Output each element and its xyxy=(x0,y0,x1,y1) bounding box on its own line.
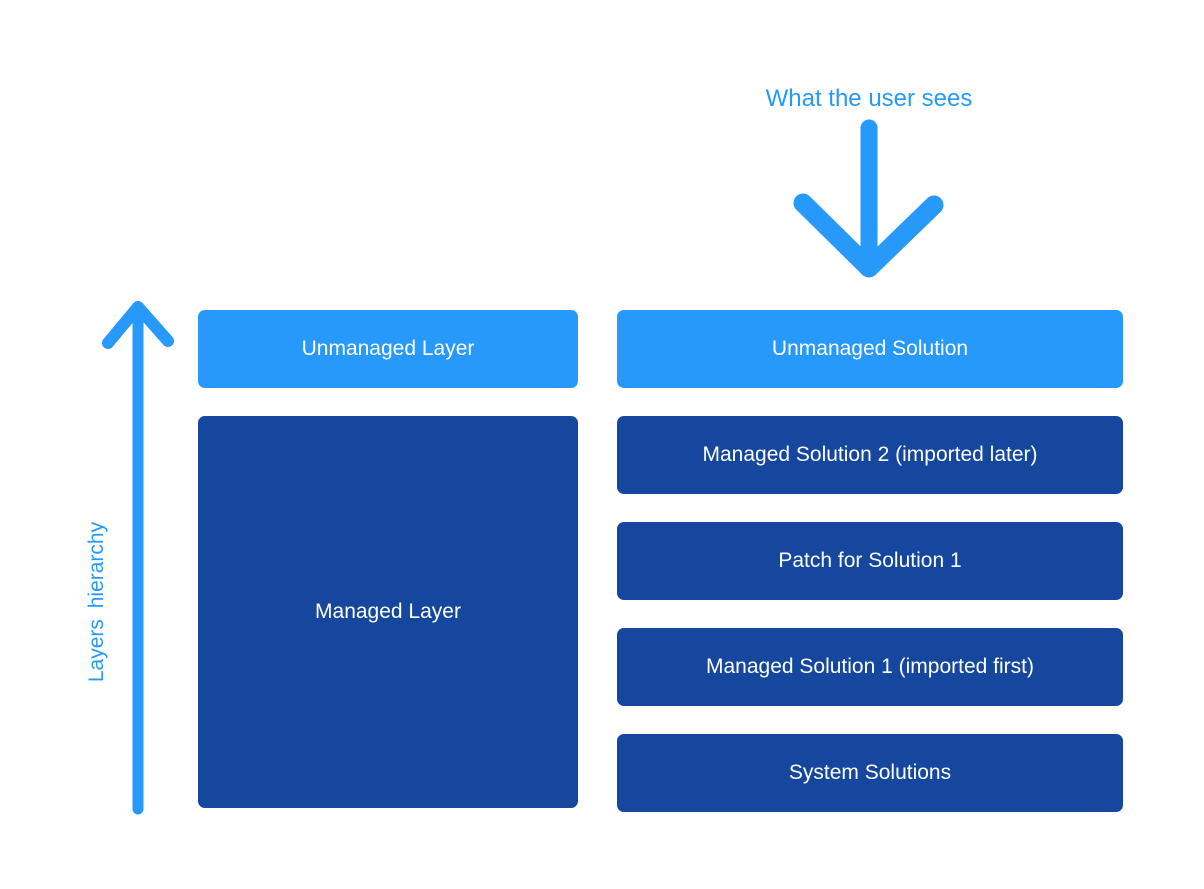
down-arrow-icon xyxy=(793,119,944,278)
managed-layer-label: Managed Layer xyxy=(315,600,461,623)
unmanaged-solution-box: Unmanaged Solution xyxy=(617,310,1123,388)
unmanaged-layer-label: Unmanaged Layer xyxy=(301,337,475,360)
patch-for-solution-1-label: Patch for Solution 1 xyxy=(778,549,962,572)
managed-solution-1-label: Managed Solution 1 (imported first) xyxy=(706,655,1034,678)
unmanaged-solution-label: Unmanaged Solution xyxy=(771,337,969,360)
managed-solution-2-label: Managed Solution 2 (imported later) xyxy=(702,443,1038,466)
system-solutions-box: System Solutions xyxy=(617,734,1123,812)
system-solutions-label: System Solutions xyxy=(788,761,952,784)
unmanaged-layer-box: Unmanaged Layer xyxy=(198,310,578,388)
patch-for-solution-1-box: Patch for Solution 1 xyxy=(617,522,1123,600)
what-user-sees-label: What the user sees xyxy=(765,85,973,112)
up-arrow-icon xyxy=(102,301,174,815)
managed-layer-box: Managed Layer xyxy=(198,416,578,808)
layers-hierarchy-label: Layers hierarchy xyxy=(85,521,108,683)
managed-solution-1-box: Managed Solution 1 (imported first) xyxy=(617,628,1123,706)
managed-solution-2-box: Managed Solution 2 (imported later) xyxy=(617,416,1123,494)
